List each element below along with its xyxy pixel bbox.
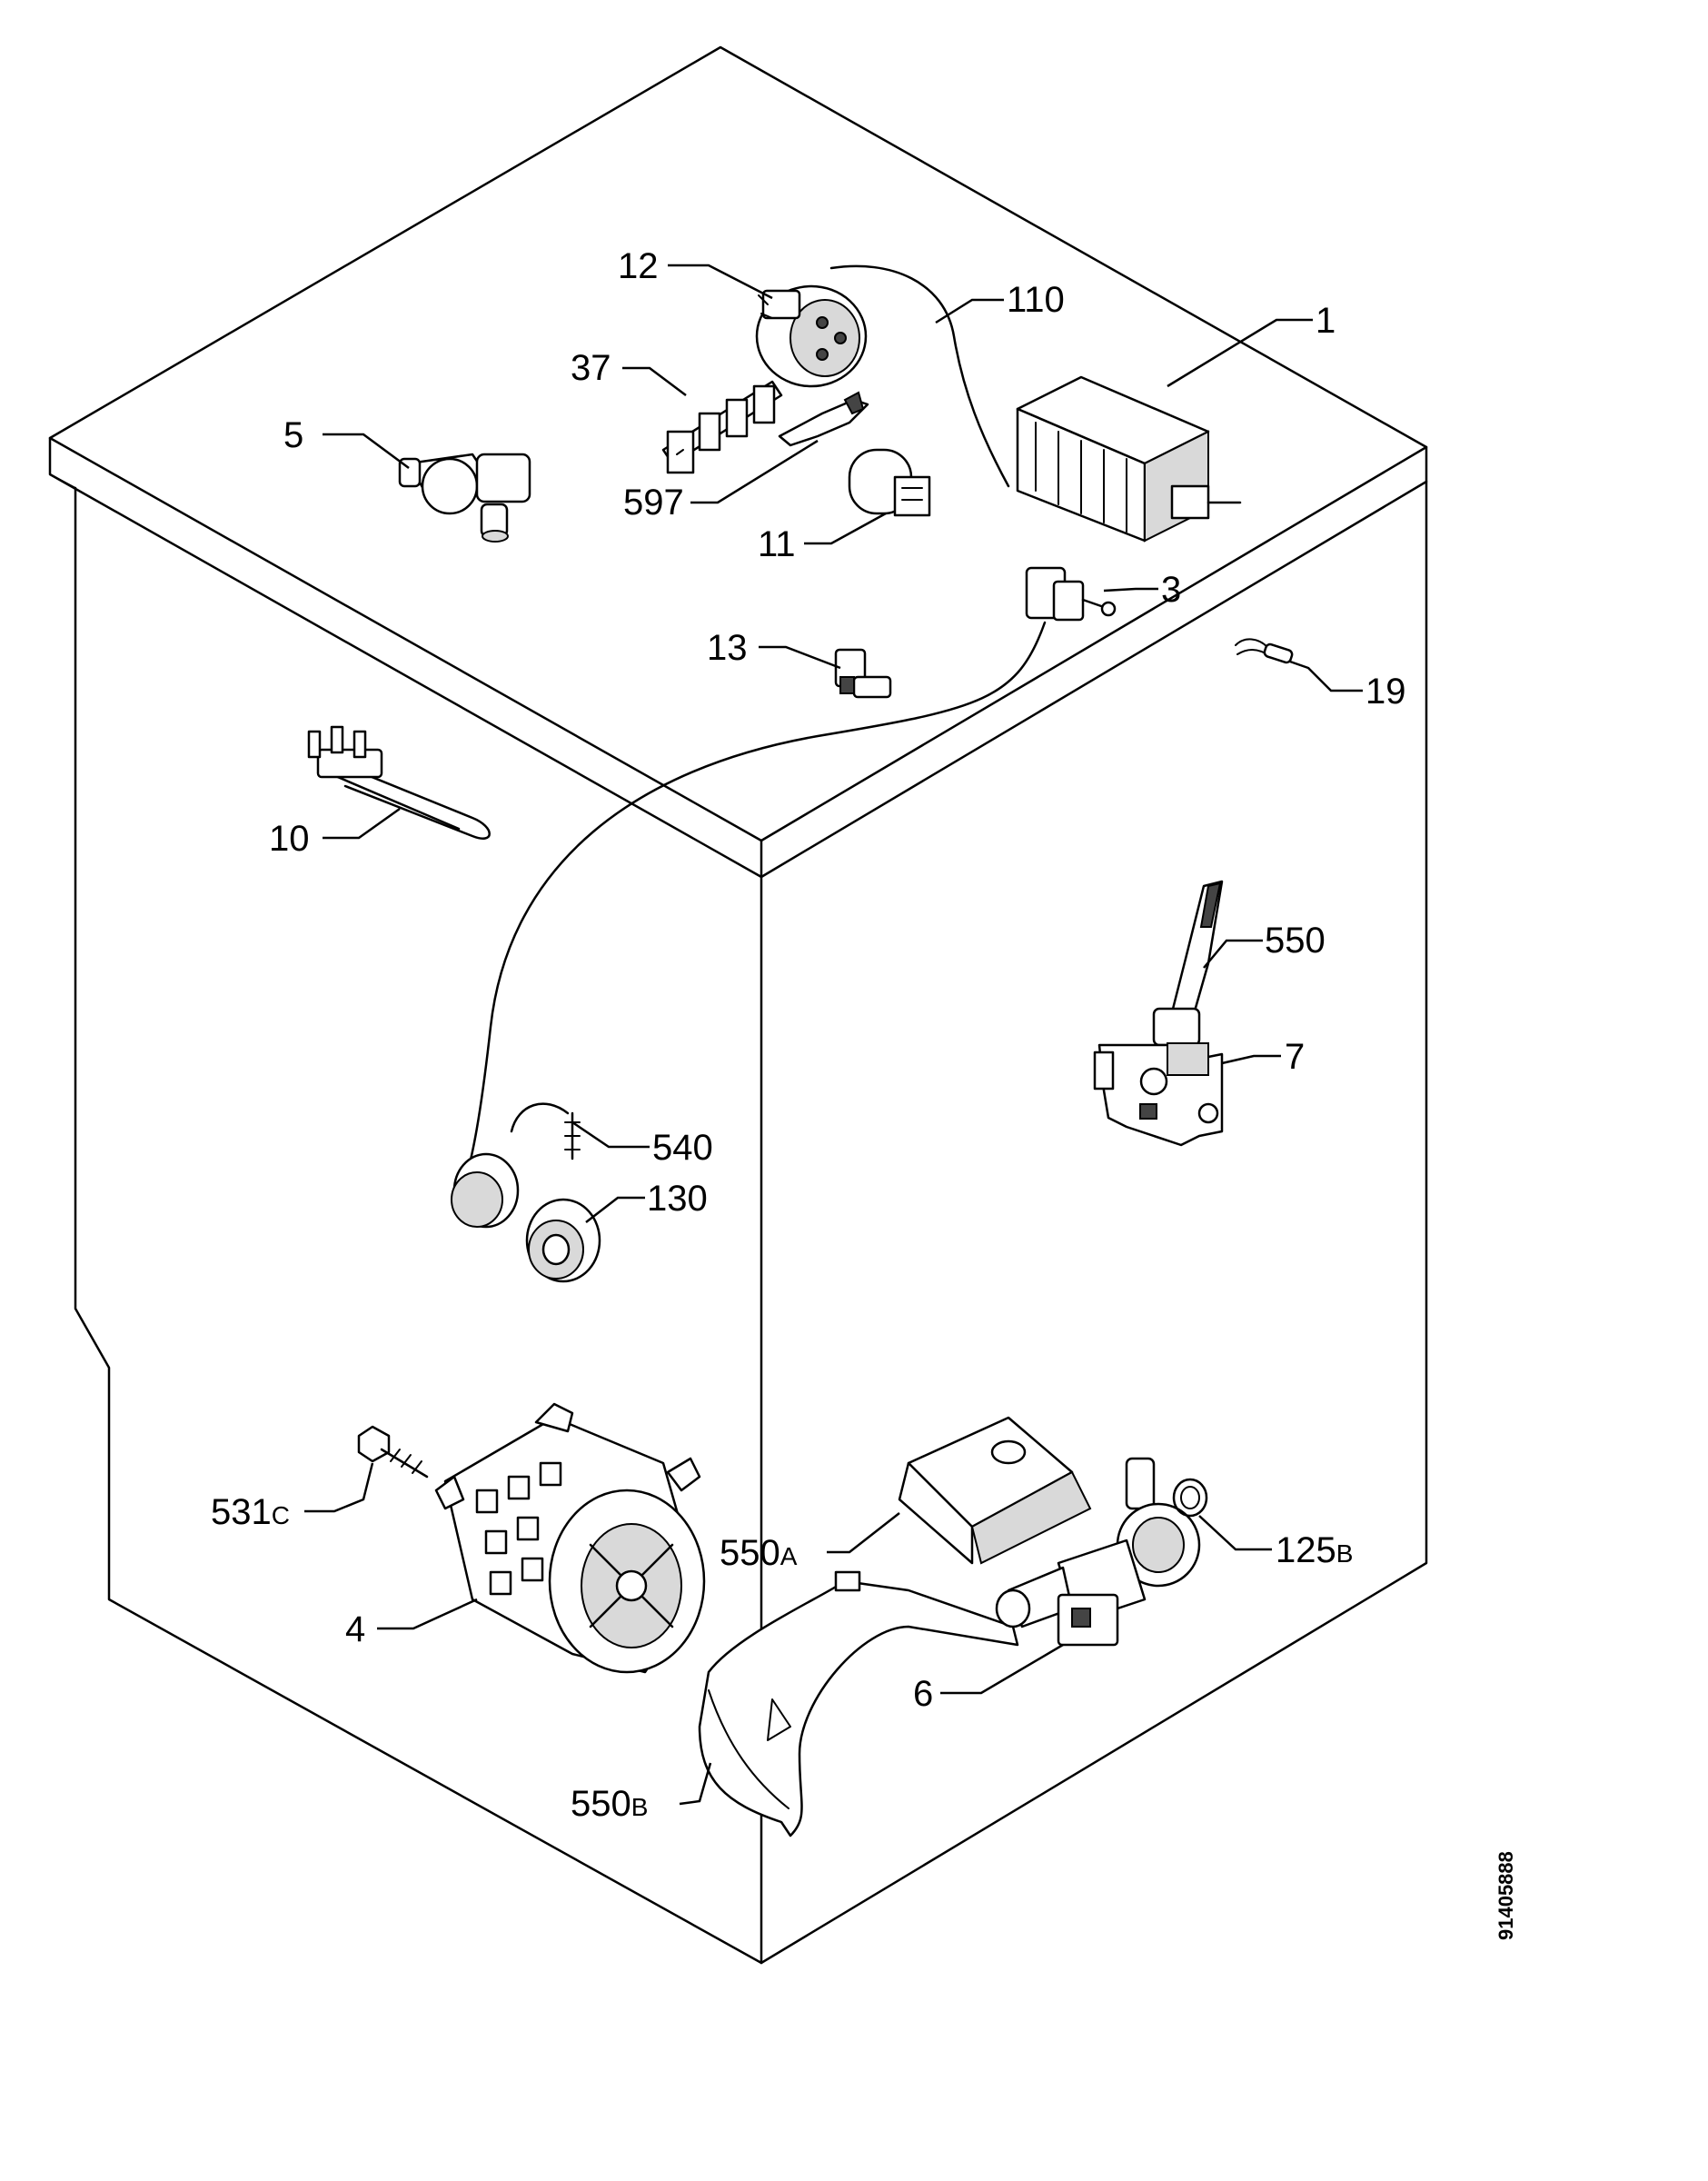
label-550a: 550A [720, 1533, 798, 1573]
label-7: 7 [1285, 1037, 1305, 1077]
label-130: 130 [647, 1179, 708, 1219]
label-10: 10 [269, 819, 310, 859]
label-12: 12 [618, 246, 659, 286]
label-13: 13 [707, 628, 748, 668]
label-3: 3 [1161, 570, 1181, 610]
label-19: 19 [1365, 672, 1406, 712]
programme-timer-icon [1016, 375, 1242, 543]
seal-ring-icon [1172, 1478, 1208, 1518]
label-4: 4 [345, 1609, 365, 1649]
label-1: 1 [1316, 301, 1336, 341]
label-11: 11 [758, 524, 796, 564]
screw-icon [357, 1425, 429, 1479]
heating-element-icon [307, 725, 491, 840]
hose [829, 264, 1010, 488]
label-550: 550 [1265, 921, 1326, 961]
label-550b: 550B [571, 1784, 648, 1824]
pressure-switch-icon [755, 284, 868, 388]
part-labels: 12 110 1 37 5 597 11 3 13 19 10 550 7 54… [211, 246, 1517, 1940]
label-125b: 125B [1276, 1530, 1353, 1570]
terminal-block-icon [661, 380, 783, 474]
wiring-harness [460, 621, 1047, 1192]
label-531c: 531C [211, 1492, 290, 1532]
inlet-valve-icon [398, 453, 531, 543]
grommet-icon [451, 1152, 601, 1283]
clamp-spring-icon [510, 1102, 581, 1160]
capacitor-icon [848, 448, 931, 517]
door-lock-icon [1093, 880, 1224, 1147]
bracket-icon [778, 391, 869, 447]
label-540: 540 [652, 1128, 713, 1168]
temperature-sensor-icon [1235, 638, 1310, 670]
label-110: 110 [1007, 280, 1065, 320]
label-597: 597 [623, 483, 684, 523]
pump-cover-icon [898, 1416, 1092, 1565]
document-number: 91405888 [1494, 1851, 1517, 1940]
selector-switch-icon [1025, 566, 1117, 622]
drive-motor-icon [434, 1402, 706, 1674]
label-5: 5 [283, 415, 303, 455]
pump-guard-icon [698, 1570, 1019, 1837]
connector-icon [834, 648, 892, 699]
leader-lines [304, 264, 1363, 1806]
label-37: 37 [571, 348, 611, 388]
drain-pump-icon [995, 1457, 1201, 1647]
label-6: 6 [913, 1674, 933, 1714]
